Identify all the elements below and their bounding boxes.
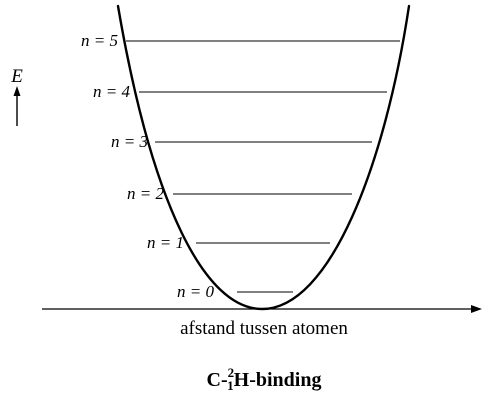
level-label-n5: n = 5 — [81, 31, 118, 50]
distance-axis-label: afstand tussen atomen — [180, 318, 348, 339]
level-label-n2: n = 2 — [127, 184, 164, 203]
energy-axis: E — [10, 66, 23, 126]
energy-levels: n = 0 n = 1 n = 2 n = 3 n = 4 n = 5 — [81, 31, 400, 301]
distance-axis: afstand tussen atomen — [42, 305, 482, 339]
distance-axis-arrowhead — [471, 305, 482, 313]
level-label-n4: n = 4 — [93, 82, 130, 101]
level-label-n1: n = 1 — [147, 233, 184, 252]
level-label-n0: n = 0 — [177, 282, 214, 301]
potential-curve — [116, 4, 411, 311]
level-label-n3: n = 3 — [111, 132, 148, 151]
energy-axis-arrowhead — [13, 86, 21, 96]
energy-axis-label: E — [10, 66, 23, 87]
